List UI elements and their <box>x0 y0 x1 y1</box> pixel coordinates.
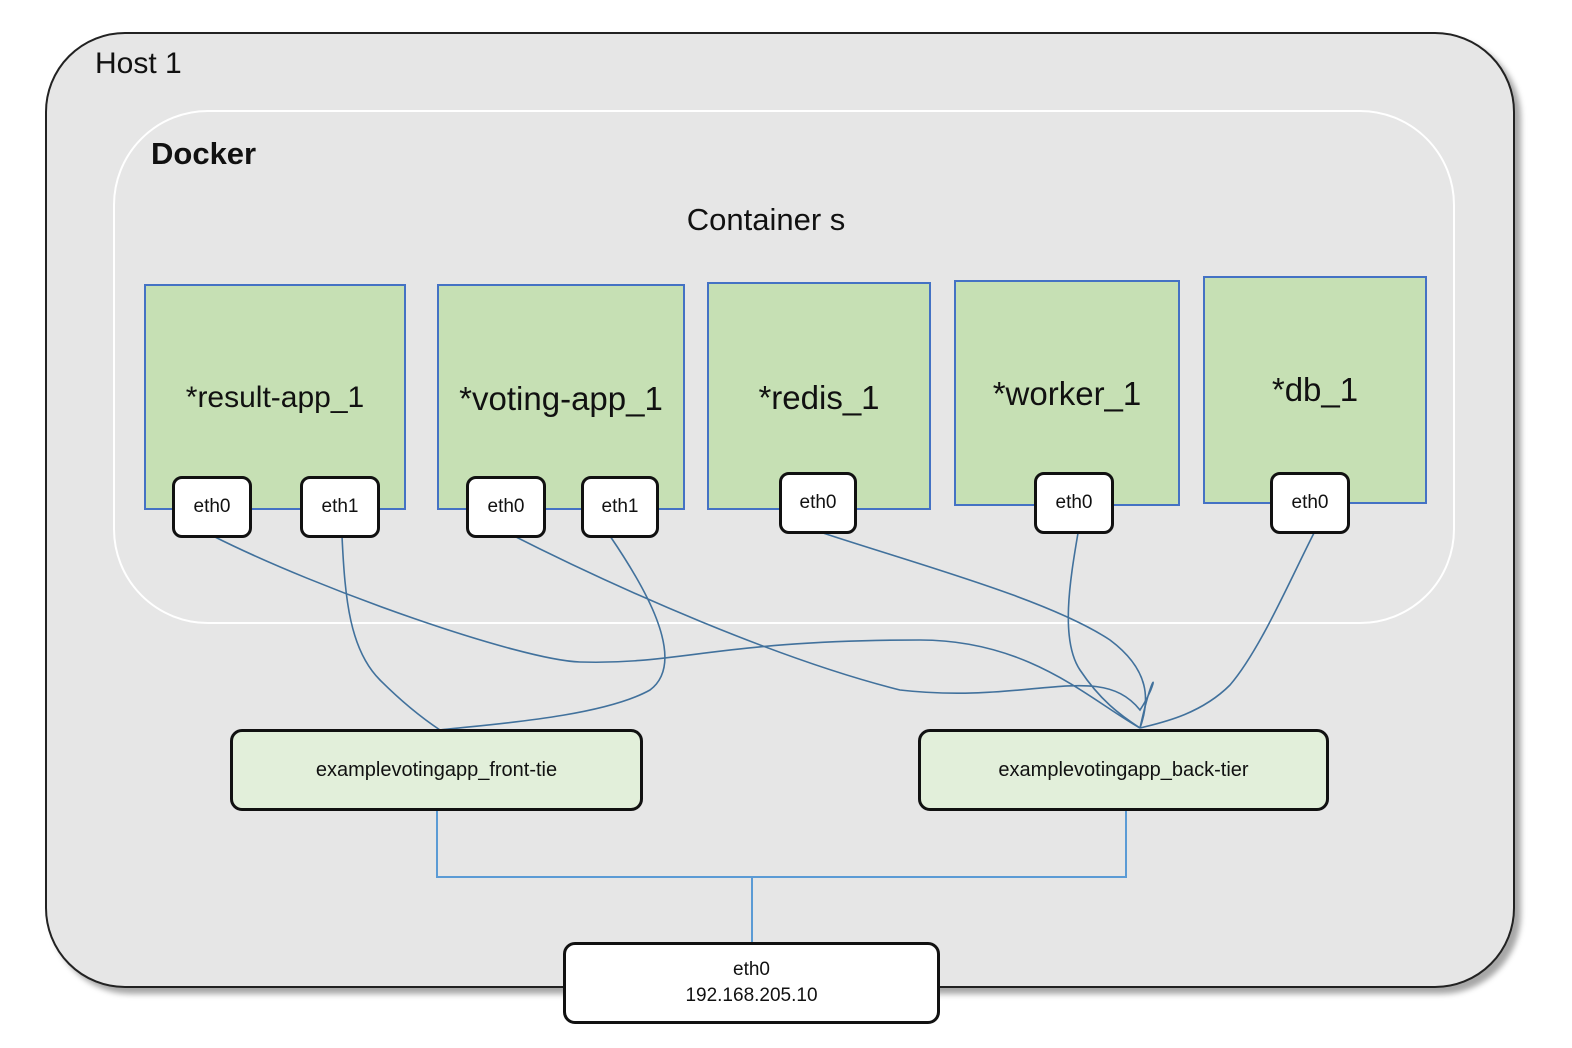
network-back-tier[interactable]: examplevotingapp_back-tier <box>918 729 1329 811</box>
container-label: *db_1 <box>1271 371 1359 408</box>
voting-app-eth1[interactable]: eth1 <box>581 476 659 538</box>
result-app-eth0[interactable]: eth0 <box>172 476 252 538</box>
bus-front <box>436 810 1127 878</box>
container-voting-app[interactable]: *voting-app_1 <box>437 284 685 510</box>
network-front-tier[interactable]: examplevotingapp_front-tie <box>230 729 643 811</box>
link-redis-eth0-back <box>822 532 1147 729</box>
db-eth0[interactable]: eth0 <box>1270 472 1350 534</box>
containers-heading: Container s <box>686 202 846 237</box>
link-result-eth1-front <box>341 535 441 731</box>
host-title: Host 1 <box>95 47 182 80</box>
link-worker-eth0-back <box>1067 532 1141 729</box>
container-label: *result-app_1 <box>185 381 365 414</box>
link-voting-eth1-front <box>439 535 666 731</box>
link-voting-eth0-back <box>507 532 1154 729</box>
docker-title: Docker <box>151 136 257 171</box>
host-eth0[interactable]: eth0 192.168.205.10 <box>563 942 940 1024</box>
container-label: *worker_1 <box>992 375 1142 412</box>
link-db-eth0-back <box>1139 532 1315 729</box>
voting-app-eth0[interactable]: eth0 <box>466 476 546 538</box>
result-app-eth1[interactable]: eth1 <box>300 476 380 538</box>
container-result-app[interactable]: *result-app_1 <box>144 284 406 510</box>
host-eth0-name: eth0 <box>733 959 770 980</box>
host-eth0-ip: 192.168.205.10 <box>685 985 818 1006</box>
worker-eth0[interactable]: eth0 <box>1034 472 1114 534</box>
container-label: *voting-app_1 <box>459 380 663 417</box>
redis-eth0[interactable]: eth0 <box>779 472 857 534</box>
container-db[interactable]: *db_1 <box>1203 276 1427 504</box>
container-worker[interactable]: *worker_1 <box>954 280 1180 506</box>
container-label: *redis_1 <box>758 379 880 416</box>
link-result-eth0-back <box>212 535 1141 729</box>
docker-frame <box>113 110 1455 624</box>
